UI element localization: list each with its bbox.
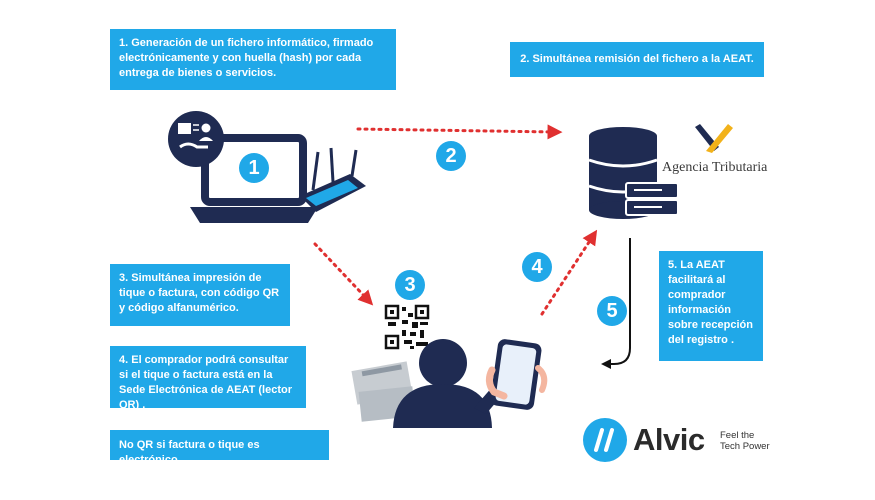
- step-4-box: 4. El comprador podrá consultar si el ti…: [110, 346, 306, 411]
- step-4-badge: 4: [522, 252, 552, 282]
- qr-code-icon: [384, 304, 430, 350]
- step-5-box: 5. La AEAT facilitará al comprador infor…: [659, 251, 763, 361]
- agencia-tributaria-logo: [695, 124, 733, 153]
- laptop-icon: [190, 134, 318, 223]
- step-2-badge: 2: [436, 141, 466, 171]
- step-1-badge: 1: [239, 153, 269, 183]
- brand-name: Alvic: [633, 422, 705, 457]
- arrow-server-to-buyer: [601, 238, 631, 369]
- arrow-laptop-to-server: [356, 124, 563, 140]
- arrow-laptop-to-qr: [313, 242, 374, 306]
- step-2-text: 2. Simultánea remisión del fichero a la …: [520, 53, 754, 65]
- note-text: No QR si factura o tique es electrónico: [119, 439, 260, 466]
- step-3-badge: 3: [395, 270, 425, 300]
- note-box: No QR si factura o tique es electrónico: [110, 430, 329, 466]
- server-database-icon: [588, 127, 679, 219]
- step-5-badge: 5: [597, 296, 627, 326]
- step-2-box: 2. Simultánea remisión del fichero a la …: [510, 42, 764, 77]
- step-4-text: 4. El comprador podrá consultar si el ti…: [119, 354, 292, 411]
- arrow-phone-to-server: [540, 229, 598, 316]
- step-1-box: 1. Generación de un fichero informático,…: [110, 29, 396, 90]
- step-3-text: 3. Simultánea impresión de tique o factu…: [119, 272, 280, 314]
- step-3-box: 3. Simultánea impresión de tique o factu…: [110, 264, 290, 326]
- agency-name: Agencia Tributaria: [662, 160, 768, 175]
- delivery-person-icon: [168, 111, 224, 167]
- step-1-text: 1. Generación de un fichero informático,…: [119, 37, 374, 79]
- brand-tagline-line2: Tech Power: [720, 441, 770, 452]
- brand-tagline: Feel the Tech Power: [720, 430, 770, 452]
- step-5-text: 5. La AEAT facilitará al comprador infor…: [668, 259, 753, 346]
- brand-tagline-line1: Feel the: [720, 430, 755, 441]
- router-icon: [300, 147, 366, 212]
- smartphone-icon: [485, 339, 548, 410]
- alvic-logo-icon: [583, 418, 627, 462]
